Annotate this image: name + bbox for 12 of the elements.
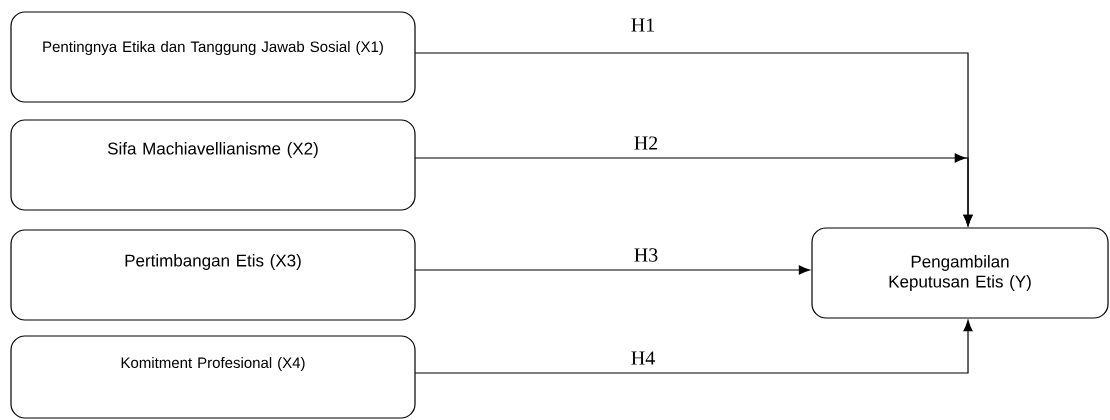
edge-label: H1 xyxy=(629,17,657,33)
rounded-box: Komitment Profesional (X4) xyxy=(10,335,416,419)
rounded-box: Pentingnya Etika dan Tanggung Jawab Sosial (X1) xyxy=(10,11,416,103)
rounded-box: Pertimbangan Etis (X3) xyxy=(10,229,416,321)
rounded-box: Pengambilan Keputusan Etis (Y) xyxy=(811,227,1109,319)
arrow xyxy=(414,153,973,226)
edge-label: H3 xyxy=(632,247,660,263)
edge-label: H4 xyxy=(629,350,657,366)
rounded-box: Sifa Machiavellianisme (X2) xyxy=(10,119,416,211)
arrow xyxy=(414,320,973,374)
edge-label: H2 xyxy=(632,135,660,151)
arrow xyxy=(414,265,810,275)
